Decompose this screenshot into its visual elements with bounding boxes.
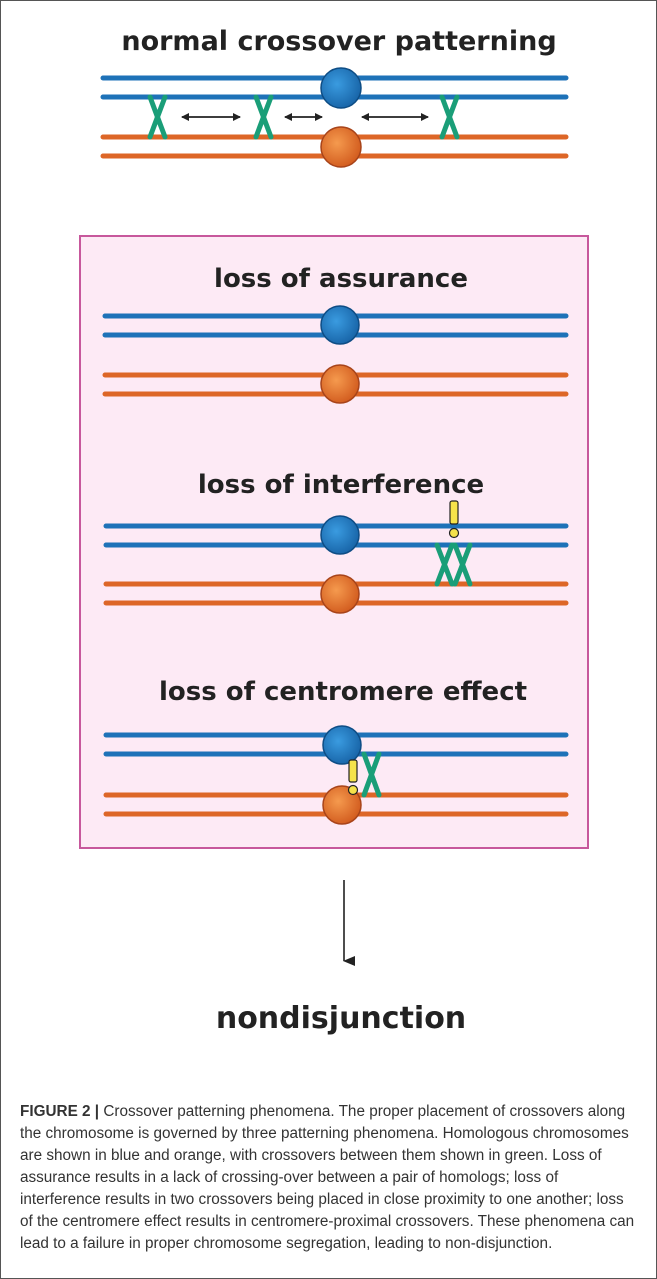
- orange-centromere: [322, 785, 362, 825]
- caption-label: FIGURE 2 |: [20, 1103, 100, 1120]
- centromere-chromosome-pair: [103, 725, 569, 825]
- crossover-x-1: [434, 542, 455, 587]
- centromere-title: loss of centromere effect: [159, 677, 527, 707]
- outcome-label: nondisjunction: [216, 1001, 466, 1036]
- crossover-x-2: [452, 542, 473, 587]
- blue-centromere: [320, 515, 360, 555]
- blue-centromere: [320, 305, 360, 345]
- orange-centromere: [320, 126, 362, 168]
- warning-exclamation-icon: [448, 500, 460, 539]
- orange-centromere: [320, 364, 360, 404]
- normal-chromosome-pair: [100, 67, 569, 168]
- crossover-x-1: [361, 751, 382, 798]
- crossover-x-1: [147, 94, 168, 140]
- crossover-diagram: normal crossover patterning loss of assu…: [79, 26, 589, 1036]
- caption-text: Crossover patterning phenomena. The prop…: [20, 1103, 635, 1252]
- warning-exclamation-icon: [347, 759, 359, 796]
- crossover-x-2: [253, 94, 274, 140]
- normal-patterning-title: normal crossover patterning: [121, 26, 556, 57]
- crossover-x-3: [439, 94, 460, 140]
- interference-title: loss of interference: [198, 470, 484, 500]
- interference-chromosome-pair: [103, 500, 569, 614]
- figure-caption: FIGURE 2 | Crossover patterning phenomen…: [20, 1101, 640, 1255]
- assurance-chromosome-pair: [102, 305, 569, 404]
- blue-centromere: [320, 67, 362, 109]
- blue-centromere: [322, 725, 362, 765]
- assurance-title: loss of assurance: [214, 264, 468, 294]
- orange-centromere: [320, 574, 360, 614]
